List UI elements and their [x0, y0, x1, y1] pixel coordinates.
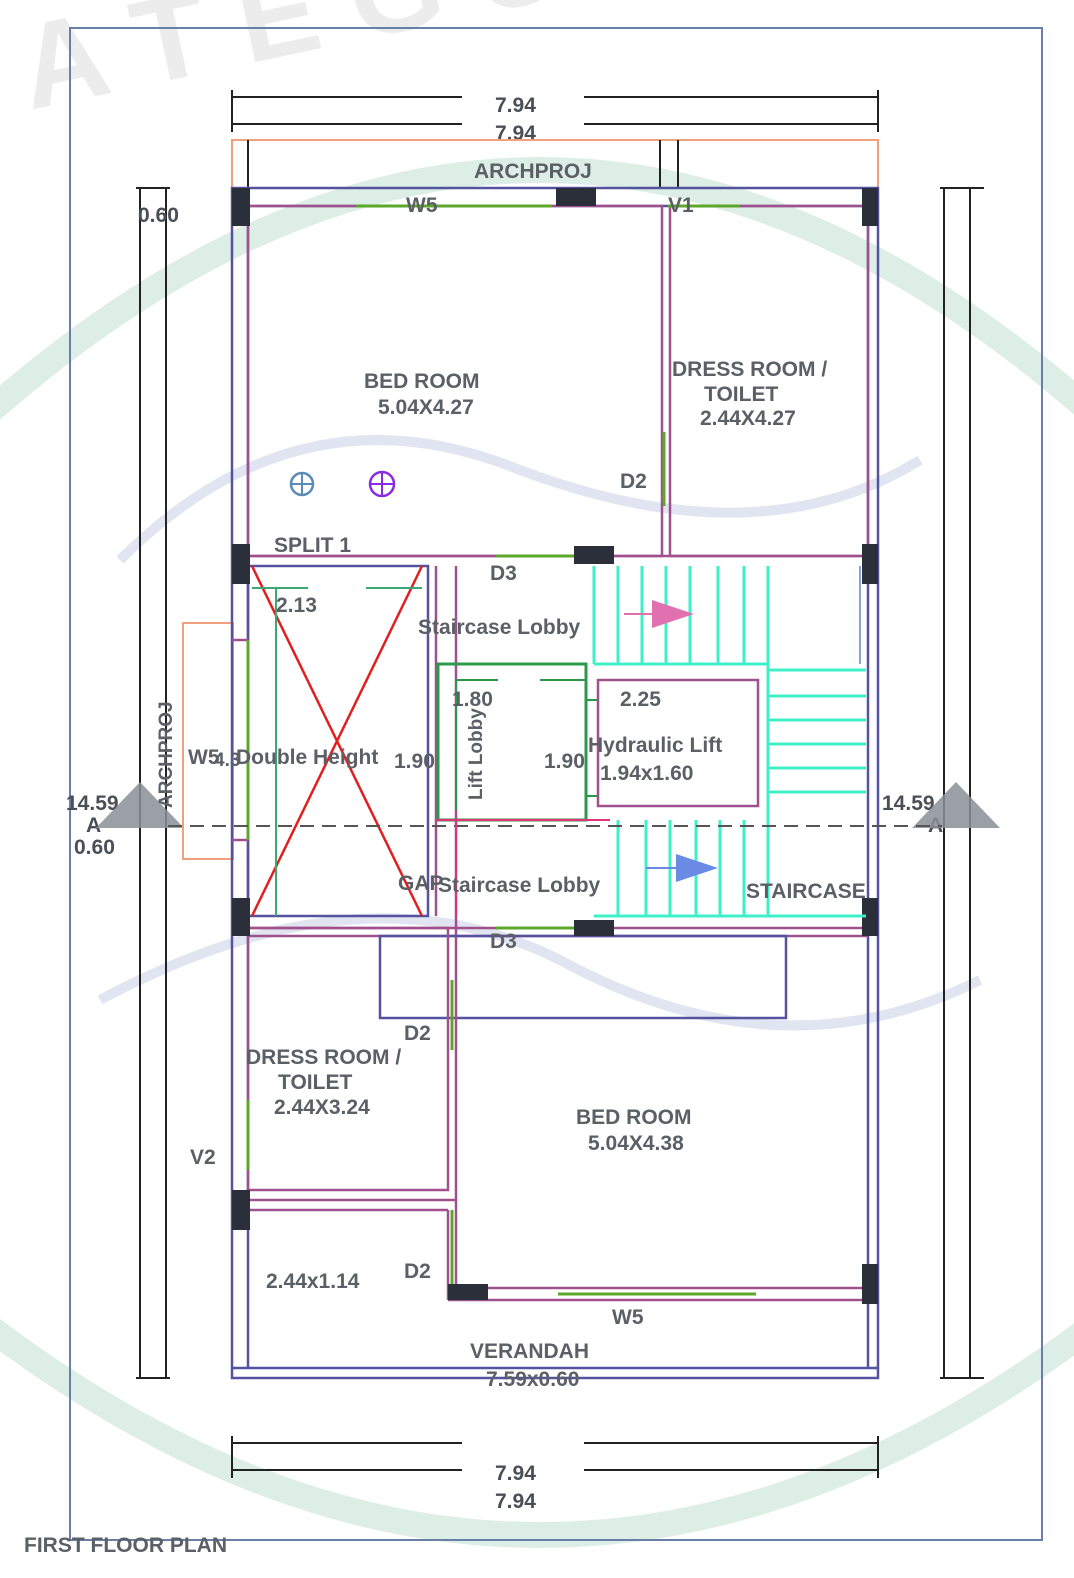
staircase-lobby-bottom-name: Staircase Lobby: [438, 874, 601, 897]
dim-bottom-2: 7.94: [495, 1490, 536, 1513]
double-height-dim-a: 2.13: [276, 594, 317, 617]
d2-mid-label: D2: [404, 1022, 431, 1045]
verandah-name: VERANDAH: [470, 1340, 589, 1363]
staircase: [592, 566, 866, 918]
side-dimensions: 0.60 14.59 A 0.60 14.59 A: [66, 187, 1000, 1379]
dim-left-mid-3: 0.60: [74, 836, 115, 859]
double-height-dim-c: 4.3: [214, 750, 240, 771]
d3-top-label: D3: [490, 562, 517, 585]
lift-lobby-dim-a: 1.80: [452, 688, 493, 711]
dim-left-top: 0.60: [138, 204, 179, 227]
double-height-void: [250, 565, 424, 917]
w5-bottom-label: W5: [612, 1306, 644, 1329]
room-labels: BED ROOM 5.04X4.27 DRESS ROOM / TOILET 2…: [214, 358, 866, 1391]
double-height-dim-b: 1.90: [394, 750, 435, 773]
d2-low-label: D2: [404, 1260, 431, 1283]
stair-down-arrow: [676, 854, 718, 882]
opening-labels: W5 V1 D2 SPLIT 1 D3 D3 W5 D2 V2 D2 W5: [188, 194, 694, 1329]
bed-bottom-size: 5.04X4.38: [588, 1132, 684, 1155]
svg-text:A T E G U L A: A T E G U L A: [8, 0, 788, 135]
bed-top-name: BED ROOM: [364, 370, 480, 393]
lift-lobby-name: Lift Lobby: [466, 708, 487, 800]
lift-lobby-dim-b: 1.90: [544, 750, 585, 773]
dim-top-1: 7.94: [495, 94, 536, 117]
ceiling-fixtures: [289, 470, 396, 498]
dress-top-size: 2.44X4.27: [700, 407, 796, 430]
bed-bottom-name: BED ROOM: [576, 1106, 692, 1129]
archproj-side-label: ARCHPROJ: [156, 701, 177, 808]
hydraulic-lift-shaft: [596, 678, 760, 808]
v1-label: V1: [668, 194, 694, 217]
w5-top-label: W5: [406, 194, 438, 217]
staircase-name: STAIRCASE: [746, 880, 866, 903]
section-marker-left: [96, 782, 184, 828]
drawing-title: FIRST FLOOR PLAN: [24, 1534, 227, 1557]
bottom-dimensions: 7.94 7.94: [231, 1436, 879, 1513]
top-dimensions: 7.94 7.94: [231, 90, 879, 145]
staircase-lobby-top-name: Staircase Lobby: [418, 616, 581, 639]
dim-left-mid-2: A: [86, 814, 101, 837]
bed-top-size: 5.04X4.27: [378, 396, 474, 419]
stair-up-arrow: [652, 600, 694, 628]
store-size: 2.44x1.14: [266, 1270, 360, 1293]
hydraulic-lift-size: 1.94x1.60: [600, 762, 693, 785]
staircase-lobby-bottom-gap: GAP: [398, 872, 444, 895]
archproj-top-label: ARCHPROJ: [474, 160, 592, 183]
double-height-name: Double Height: [236, 746, 378, 769]
d3-bottom-label: D3: [490, 930, 517, 953]
sheet-border: [69, 27, 1043, 1541]
dress-top-name-1: DRESS ROOM /: [672, 358, 827, 381]
dress-bottom-name-1: DRESS ROOM /: [246, 1046, 401, 1069]
w5-left-label: W5: [188, 746, 220, 769]
section-marker-right: [912, 782, 1000, 828]
dress-bottom-name-2: TOILET: [278, 1071, 352, 1094]
d2-top-label: D2: [620, 470, 647, 493]
verandah-size: 7.59x0.60: [486, 1368, 579, 1391]
dim-bottom-1: 7.94: [495, 1462, 536, 1485]
columns: [232, 188, 878, 1304]
dim-left-mid-1: 14.59: [66, 792, 119, 815]
dim-top-2: 7.94: [495, 122, 536, 145]
dress-bottom-size: 2.44X3.24: [274, 1096, 370, 1119]
v2-label: V2: [190, 1146, 216, 1169]
openings: [246, 204, 756, 1296]
dim-right-mid-1: 14.59: [882, 792, 935, 815]
hydraulic-lift-dim: 2.25: [620, 688, 661, 711]
dress-top-name-2: TOILET: [704, 383, 778, 406]
split-label: SPLIT 1: [274, 534, 351, 557]
hydraulic-lift-name: Hydraulic Lift: [588, 734, 722, 757]
